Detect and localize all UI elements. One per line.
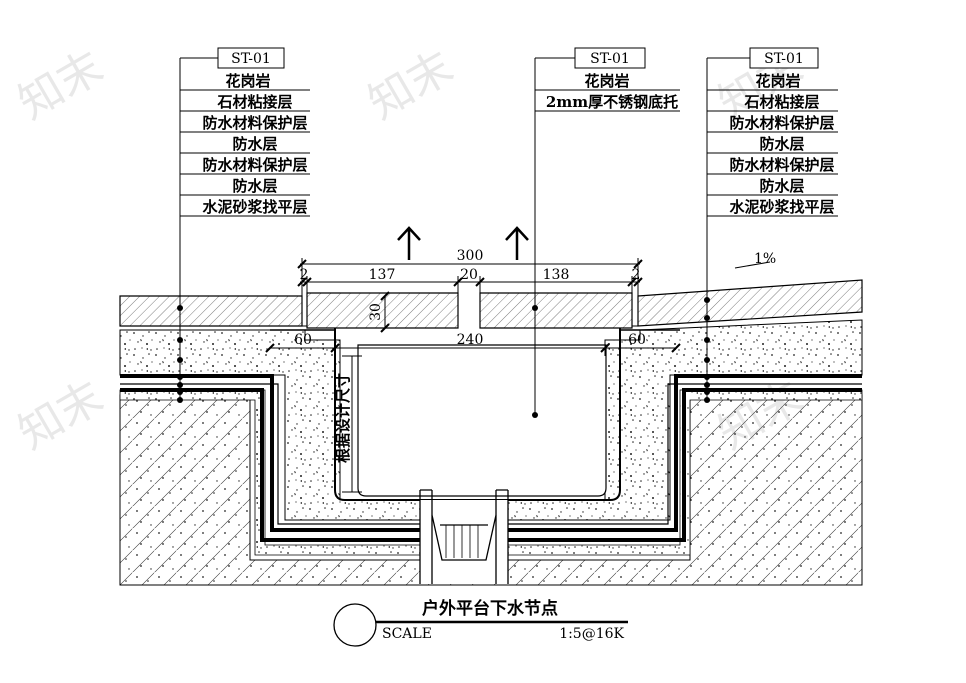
left-callout-tag: ST-01 — [231, 51, 271, 67]
dim-gap: 20 — [460, 267, 478, 283]
right-layer-1: 花岗岩 — [755, 72, 800, 90]
center-callout-tag: ST-01 — [590, 51, 630, 67]
dim-left-stone: 137 — [369, 267, 396, 283]
right-callout-tag: ST-01 — [764, 51, 804, 67]
dim-depth-note: 根据设计尺寸 — [334, 373, 352, 463]
scale-value: 1:5@16K — [559, 626, 624, 642]
up-arrow-icon — [505, 226, 529, 260]
scale-label: SCALE — [382, 626, 432, 642]
right-callout: ST-01 花岗岩 石材粘接层 防水材料保护层 防水层 防水材料保护层 防水层 … — [704, 47, 838, 403]
dim-total: 300 — [457, 248, 484, 264]
drawing-title: 户外平台下水节点 — [422, 598, 558, 619]
left-layer-6: 防水层 — [232, 177, 277, 195]
left-layer-2: 石材粘接层 — [216, 93, 292, 111]
left-layer-3: 防水材料保护层 — [202, 114, 307, 132]
dim-channel: 240 — [457, 332, 484, 348]
right-layer-3: 防水材料保护层 — [729, 114, 834, 132]
dim-right-stone: 138 — [543, 267, 570, 283]
detail-number-circle — [333, 603, 377, 647]
drain-outlet — [419, 489, 509, 584]
slope-label: 1% — [754, 251, 776, 267]
center-layer-1: 花岗岩 — [584, 72, 629, 90]
dim-edge-right: 2 — [632, 267, 641, 283]
dim-stone-depth: 30 — [368, 303, 384, 321]
structure-section — [119, 279, 863, 586]
flow-arrows — [397, 226, 529, 260]
center-callout: ST-01 花岗岩 2mm厚不锈钢底托 — [532, 47, 680, 418]
dim-side-right: 60 — [628, 332, 646, 348]
left-layer-7: 水泥砂浆找平层 — [202, 198, 307, 216]
left-layer-1: 花岗岩 — [225, 72, 270, 90]
right-layer-4: 防水层 — [759, 135, 804, 153]
right-layer-2: 石材粘接层 — [743, 93, 819, 111]
up-arrow-icon — [397, 226, 421, 260]
right-layer-7: 水泥砂浆找平层 — [729, 198, 834, 216]
watermark: 知末 — [360, 41, 462, 129]
left-callout: ST-01 花岗岩 石材粘接层 防水材料保护层 防水层 防水材料保护层 防水层 … — [177, 47, 310, 403]
dim-side-left: 60 — [294, 332, 312, 348]
dimension-labels: 300 2 137 20 138 2 30 60 240 60 根据设计尺寸 1… — [294, 248, 776, 463]
right-layer-5: 防水材料保护层 — [729, 156, 834, 174]
dim-edge-left: 2 — [300, 267, 309, 283]
title-block: 户外平台下水节点 SCALE 1:5@16K — [333, 598, 628, 647]
left-layer-4: 防水层 — [232, 135, 277, 153]
right-layer-6: 防水层 — [759, 177, 804, 195]
center-layer-2: 2mm厚不锈钢底托 — [546, 93, 678, 111]
left-layer-5: 防水材料保护层 — [202, 156, 307, 174]
watermark: 知末 — [10, 41, 112, 129]
dimension-lines — [265, 258, 771, 493]
watermark: 知末 — [10, 371, 112, 459]
